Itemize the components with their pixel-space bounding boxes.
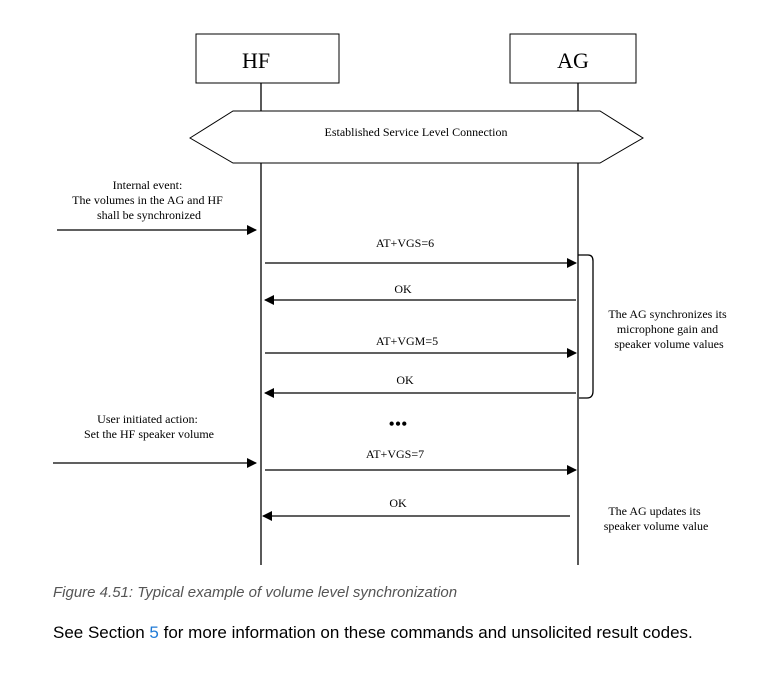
message-label-5: AT+VGS=7 (366, 447, 424, 461)
update-note-line-1: The AG updates its (608, 504, 701, 518)
user-action-line-1: User initiated action: (97, 412, 198, 426)
sequence-diagram: HF AG Established Service Level Connecti… (53, 33, 729, 565)
update-note-line-2: speaker volume value (604, 519, 709, 533)
reference-text-after: for more information on these commands a… (158, 623, 693, 642)
user-action-note: User initiated action: Set the HF speake… (84, 412, 214, 441)
ag-entity-label: AG (557, 48, 589, 73)
figure-caption: Figure 4.51: Typical example of volume l… (53, 584, 458, 601)
sync-note-line-2: microphone gain and (617, 322, 718, 336)
internal-event-line-1: Internal event: (113, 178, 183, 192)
ellipsis: ••• (389, 414, 408, 434)
connection-hexagon (189, 110, 644, 164)
internal-event-line-2: The volumes in the AG and HF (72, 193, 223, 207)
hf-entity-box (195, 33, 340, 84)
hf-entity-label: HF (242, 48, 270, 73)
connection-label: Established Service Level Connection (325, 125, 508, 139)
sync-note: The AG synchronizes its microphone gain … (608, 307, 729, 351)
sync-brace (578, 254, 594, 399)
reference-text-before: See Section (53, 623, 150, 642)
section-link[interactable]: 5 (149, 623, 159, 642)
internal-event-note: Internal event: The volumes in the AG an… (72, 178, 226, 222)
update-note: The AG updates its speaker volume value (604, 504, 709, 533)
message-label-6: OK (389, 496, 407, 510)
message-label-1: AT+VGS=6 (376, 236, 434, 250)
message-label-3: AT+VGM=5 (376, 334, 438, 348)
user-action-line-2: Set the HF speaker volume (84, 427, 214, 441)
message-label-4: OK (396, 373, 414, 387)
ag-entity-box (509, 33, 637, 84)
sync-note-line-3: speaker volume values (614, 337, 724, 351)
sync-note-line-1: The AG synchronizes its (608, 307, 727, 321)
reference-paragraph: See Section 5 for more information on th… (53, 623, 693, 643)
message-label-2: OK (394, 282, 412, 296)
internal-event-line-3: shall be synchronized (97, 208, 201, 222)
